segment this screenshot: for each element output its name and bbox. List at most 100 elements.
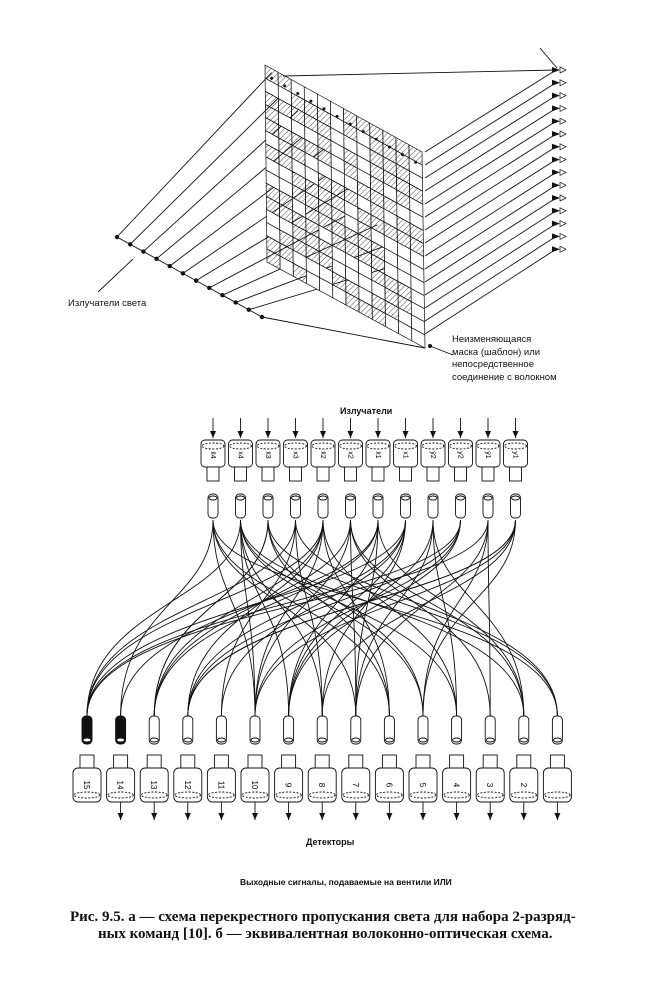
mask-arrowhead: [401, 153, 405, 157]
fiber-connector: [350, 715, 362, 745]
output-ray: [424, 223, 557, 309]
optical-fiber: [240, 519, 525, 717]
emitter-dot: [246, 307, 252, 312]
fiber-connector: [417, 715, 429, 745]
output-arrow-icon: [559, 143, 567, 151]
optical-fiber: [432, 519, 525, 717]
detector-neck: [247, 754, 263, 770]
output-ray: [424, 172, 557, 257]
mask-arrowhead: [283, 84, 287, 88]
detector-neck: [348, 754, 364, 770]
detector-bottom: [543, 791, 571, 799]
detector-label: 6: [384, 783, 393, 788]
fiber-connector: [518, 715, 530, 745]
optical-fiber: [321, 519, 516, 717]
emitter: y2: [448, 418, 473, 519]
detector-neck: [113, 754, 129, 770]
emitter-top: [201, 442, 225, 450]
emitter-label: ȳ1: [484, 451, 491, 459]
connector-end: [291, 495, 300, 501]
arrow-down-icon: [184, 813, 191, 820]
detector-bottom: [275, 791, 303, 799]
optical-fiber: [240, 519, 323, 717]
detector: [542, 715, 572, 820]
output-arrow-icon: [552, 67, 560, 73]
emitter-neck: [509, 466, 522, 482]
mask-label: Неизменяющаяся маска (шаблон) или непоср…: [452, 334, 557, 384]
detector-label: 5: [418, 783, 427, 788]
mask-cell: [411, 327, 426, 349]
output-arrow-icon: [552, 182, 560, 189]
emitter-link: [129, 243, 144, 252]
detector-bottom: [443, 791, 471, 799]
detector-label: 3: [485, 783, 494, 788]
optical-fiber: [220, 519, 406, 717]
fiber-connector: [215, 715, 227, 745]
emitters-label-a: Излучатели света: [68, 298, 147, 309]
emitter-neck: [289, 466, 302, 482]
optical-fiber: [86, 519, 461, 717]
emitters-label-b: Излучатели: [340, 406, 393, 416]
optical-fiber: [212, 519, 357, 717]
arrow-down-icon: [520, 813, 527, 820]
output-ray: [424, 236, 557, 322]
emitters-pointer: [97, 258, 134, 293]
mask-arrowhead: [309, 99, 313, 103]
detector-neck: [415, 754, 431, 770]
optical-fiber: [422, 519, 489, 717]
output-ray: [424, 159, 557, 244]
emitter-top: [394, 442, 417, 450]
emitter-link: [156, 258, 170, 267]
optical-fiber: [432, 519, 458, 717]
detector-label: 11: [216, 781, 225, 790]
optical-fiber: [254, 519, 351, 717]
optical-fiber: [120, 519, 379, 717]
fiber-connector: [182, 715, 194, 745]
fiber-connector: [451, 715, 463, 745]
mask-arrowhead: [414, 160, 418, 164]
output-ray: [424, 95, 557, 179]
connector-end: [384, 737, 394, 743]
optical-fiber: [422, 519, 516, 717]
output-ray: [424, 197, 557, 283]
connector-end: [373, 495, 383, 501]
detector: 9: [274, 715, 304, 820]
emitter-neck: [399, 466, 412, 482]
arrow-down-icon: [453, 813, 460, 820]
optical-fiber: [153, 519, 269, 717]
connector-end: [511, 495, 520, 501]
fiber-connector: [551, 715, 563, 745]
detector-neck: [314, 754, 330, 770]
emitter: x̄2: [310, 418, 336, 519]
emitter-link: [248, 309, 263, 318]
mask-arrowhead: [374, 137, 378, 141]
optical-fiber: [86, 519, 241, 717]
figure-a-crossbar: [97, 47, 567, 356]
optical-fiber: [322, 519, 390, 717]
optical-fiber: [220, 519, 296, 717]
optical-fiber: [355, 519, 379, 717]
emitter-neck: [426, 466, 440, 482]
optical-fiber: [322, 519, 458, 717]
emitter-neck: [344, 466, 357, 482]
optical-fiber: [86, 519, 324, 717]
arrow-down-icon: [319, 813, 326, 820]
detector: 5: [408, 715, 438, 820]
arrow-down-icon: [430, 431, 436, 438]
detector-bottom: [510, 791, 538, 799]
detector: 4: [442, 715, 472, 820]
optical-fiber: [254, 519, 516, 717]
connector-end: [346, 495, 355, 501]
output-arrow-icon: [559, 194, 567, 202]
detector-bottom: [107, 791, 135, 799]
detector-neck: [213, 754, 229, 770]
mask-arrowhead: [335, 114, 339, 118]
arrow-down-icon: [151, 813, 158, 820]
detector: 10: [240, 715, 270, 820]
detector-label: 14: [116, 781, 125, 790]
optical-fiber: [153, 519, 379, 717]
emitter-dot: [207, 285, 212, 291]
output-arrow-icon: [559, 156, 567, 164]
output-arrow-icon: [552, 131, 560, 137]
emitter-label: ȳ2: [429, 451, 436, 459]
